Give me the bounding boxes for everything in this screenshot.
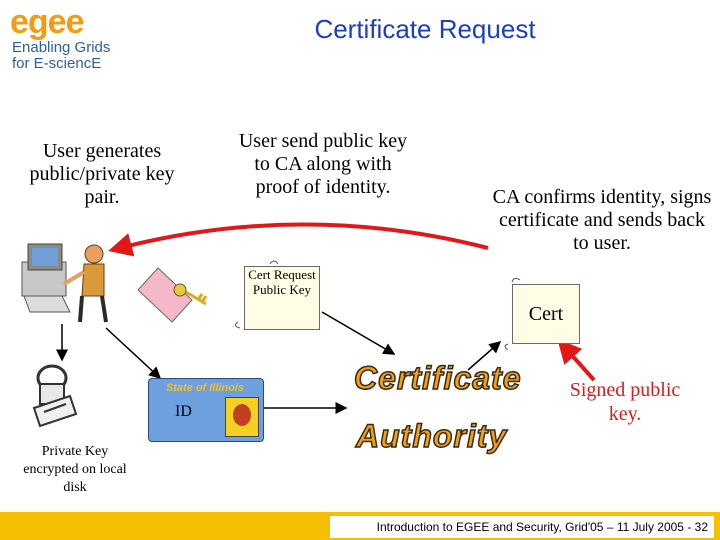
ca-title-line2: Authority [355, 417, 508, 455]
cert-scroll-curl [504, 277, 521, 351]
user-at-computer-icon [21, 243, 108, 323]
id-card-label: ID [175, 403, 192, 420]
cert-request-document: Cert Request Public Key [244, 266, 320, 330]
private-key-icon [32, 364, 78, 428]
caption-signed-key: Signed public key. [569, 379, 681, 425]
arrow-ca-to-cert [467, 341, 502, 371]
cert-request-scroll-curl [234, 260, 279, 329]
egee-logo: egee [10, 3, 84, 41]
arrow-user-to-id [105, 327, 162, 380]
return-arrow [108, 222, 489, 257]
caption-send-to-ca: User send public key to CA along with pr… [238, 130, 408, 198]
arrow-signed-to-cert [557, 339, 596, 382]
caption-private-key: Private Key encrypted on local disk [23, 444, 127, 495]
cert-request-label: Cert Request Public Key [248, 267, 316, 297]
caption-ca-confirms: CA confirms identity, signs certificate … [492, 186, 712, 254]
id-card-header: State of Illinois [165, 382, 245, 394]
cert-document: Cert [512, 284, 580, 344]
envelope-key-icon [137, 267, 208, 323]
slide-title: Certificate Request [314, 14, 536, 44]
id-card: State of Illinois ID [148, 378, 264, 442]
id-photo-icon [225, 397, 259, 437]
footer-text: Introduction to EGEE and Security, Grid'… [330, 516, 714, 538]
caption-key-generation: User generates public/private key pair. [29, 140, 175, 208]
logo-tagline-2: for E-sciencE [12, 55, 102, 72]
ca-title-line1: Certificate [353, 359, 522, 397]
cert-label: Cert [528, 303, 564, 325]
logo-tagline-1: Enabling Grids [12, 39, 111, 56]
arrow-request-to-ca [321, 311, 396, 355]
